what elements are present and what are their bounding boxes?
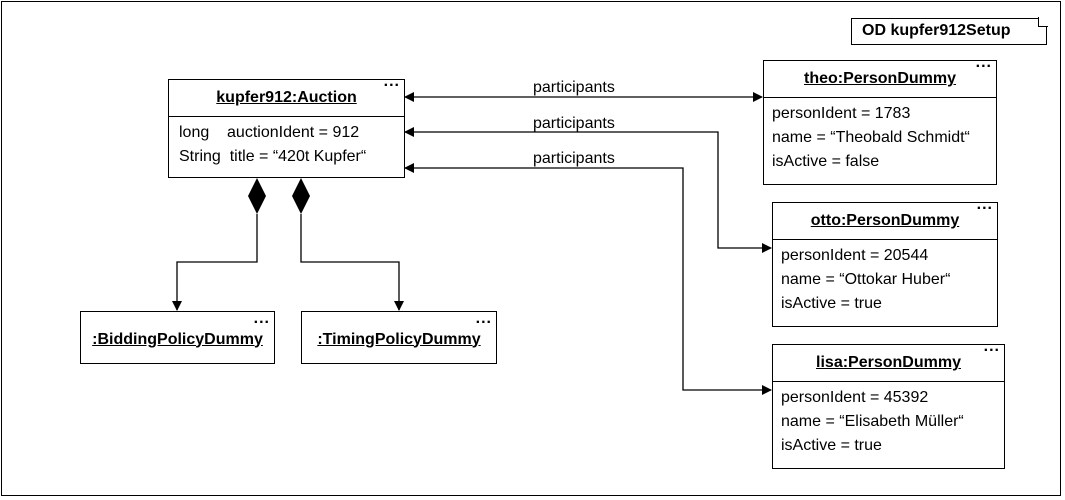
person-name: otto:PersonDummy — [810, 212, 960, 229]
person-attributes: personIdent = 45392 name = “Elisabeth Mü… — [773, 382, 1004, 462]
link-label-otto: participants — [533, 115, 615, 132]
composition-diamond-timing — [292, 178, 310, 214]
person-attribute: personIdent = 45392 — [781, 389, 929, 406]
person-attributes: personIdent = 1783 name = “Theobald Schm… — [764, 98, 996, 178]
diagram-title-text: OD kupfer912Setup — [862, 22, 1011, 39]
person-name: theo:PersonDummy — [803, 70, 957, 87]
person-name: lisa:PersonDummy — [816, 354, 961, 371]
bidding-policy-name: :BiddingPolicyDummy — [92, 330, 263, 348]
person-object-otto: otto:PersonDummy ... personIdent = 20544… — [772, 196, 998, 327]
person-more-indicator: ... — [983, 338, 1000, 355]
timing-policy-name: :TimingPolicyDummy — [317, 330, 481, 348]
auction-more-indicator: ... — [383, 73, 400, 90]
auction-object: kupfer912:Auction ... long auctionIdent … — [168, 73, 405, 178]
person-attributes: personIdent = 20544 name = “Ottokar Hube… — [773, 240, 997, 320]
person-attribute: personIdent = 1783 — [772, 105, 911, 122]
auction-attribute: String title = “420t Kupfer“ — [179, 148, 367, 165]
person-header: theo:PersonDummy ... — [764, 54, 996, 98]
auction-attribute: long auctionIdent = 912 — [179, 124, 360, 141]
link-label-theo: participants — [533, 79, 615, 96]
bidding-policy-more-indicator: ... — [253, 310, 270, 327]
bidding-policy-object: :BiddingPolicyDummy ... — [80, 310, 275, 364]
composition-diamond-bidding — [248, 178, 266, 214]
person-attribute: isActive = true — [781, 295, 882, 312]
person-attribute: name = “Theobald Schmidt“ — [772, 129, 970, 146]
folded-corner — [1038, 17, 1048, 27]
link-label-lisa: participants — [533, 150, 615, 167]
person-object-theo: theo:PersonDummy ... personIdent = 1783 … — [763, 54, 997, 185]
person-object-lisa: lisa:PersonDummy ... personIdent = 45392… — [772, 338, 1005, 469]
person-more-indicator: ... — [976, 196, 993, 213]
timing-policy-object: :TimingPolicyDummy ... — [301, 310, 497, 364]
person-attribute: isActive = true — [781, 437, 882, 454]
timing-policy-more-indicator: ... — [475, 310, 492, 327]
link-lisa — [404, 163, 772, 395]
timing-policy-header: :TimingPolicyDummy ... — [302, 310, 496, 363]
person-attribute: personIdent = 20544 — [781, 247, 929, 264]
person-header: lisa:PersonDummy ... — [773, 338, 1004, 382]
person-header: otto:PersonDummy ... — [773, 196, 997, 240]
bidding-policy-header: :BiddingPolicyDummy ... — [81, 310, 274, 363]
auction-attributes: long auctionIdent = 912 String title = “… — [169, 117, 404, 173]
person-attribute: isActive = false — [772, 153, 880, 170]
person-attribute: name = “Ottokar Huber“ — [781, 271, 951, 288]
auction-header: kupfer912:Auction ... — [169, 73, 404, 117]
diagram-title: OD kupfer912Setup — [851, 17, 1048, 45]
link-timing — [300, 214, 404, 311]
auction-name: kupfer912:Auction — [216, 89, 357, 106]
person-more-indicator: ... — [975, 54, 992, 71]
person-attribute: name = “Elisabeth Müller“ — [781, 413, 964, 430]
link-bidding — [172, 214, 258, 311]
